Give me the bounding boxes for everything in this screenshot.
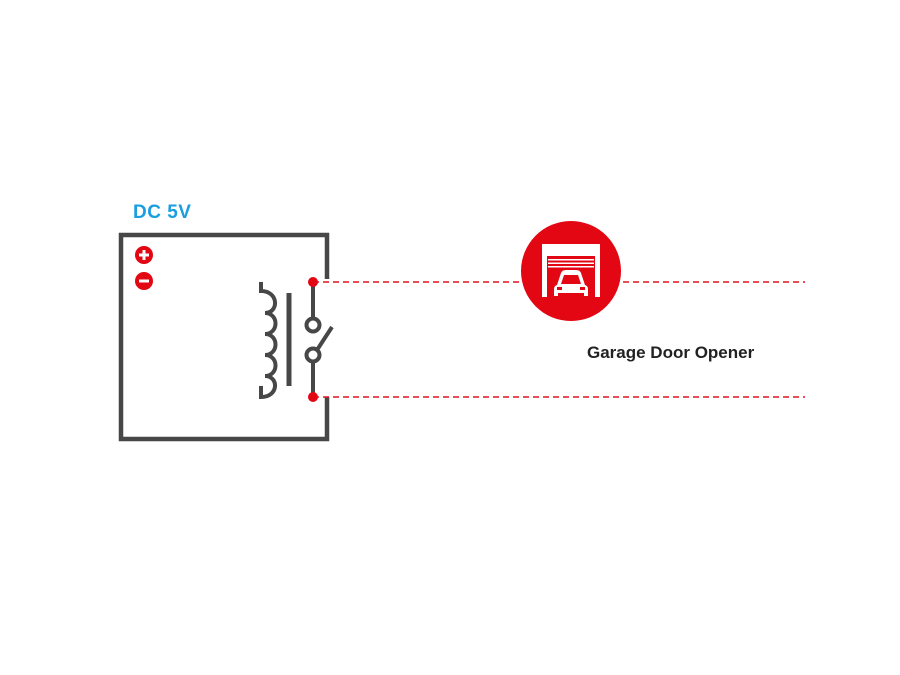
terminal-dot-top <box>308 277 318 287</box>
relay-coil <box>259 282 278 400</box>
plus-circle-icon <box>135 246 153 264</box>
garage-car-icon <box>521 221 621 321</box>
minus-circle-icon <box>135 272 153 290</box>
relay-switch-contacts <box>304 282 334 397</box>
relay-module-box <box>118 232 330 442</box>
power-supply-label: DC 5V <box>133 202 192 223</box>
device-label: Garage Door Opener <box>587 343 755 362</box>
terminal-dot-bottom <box>308 392 318 402</box>
